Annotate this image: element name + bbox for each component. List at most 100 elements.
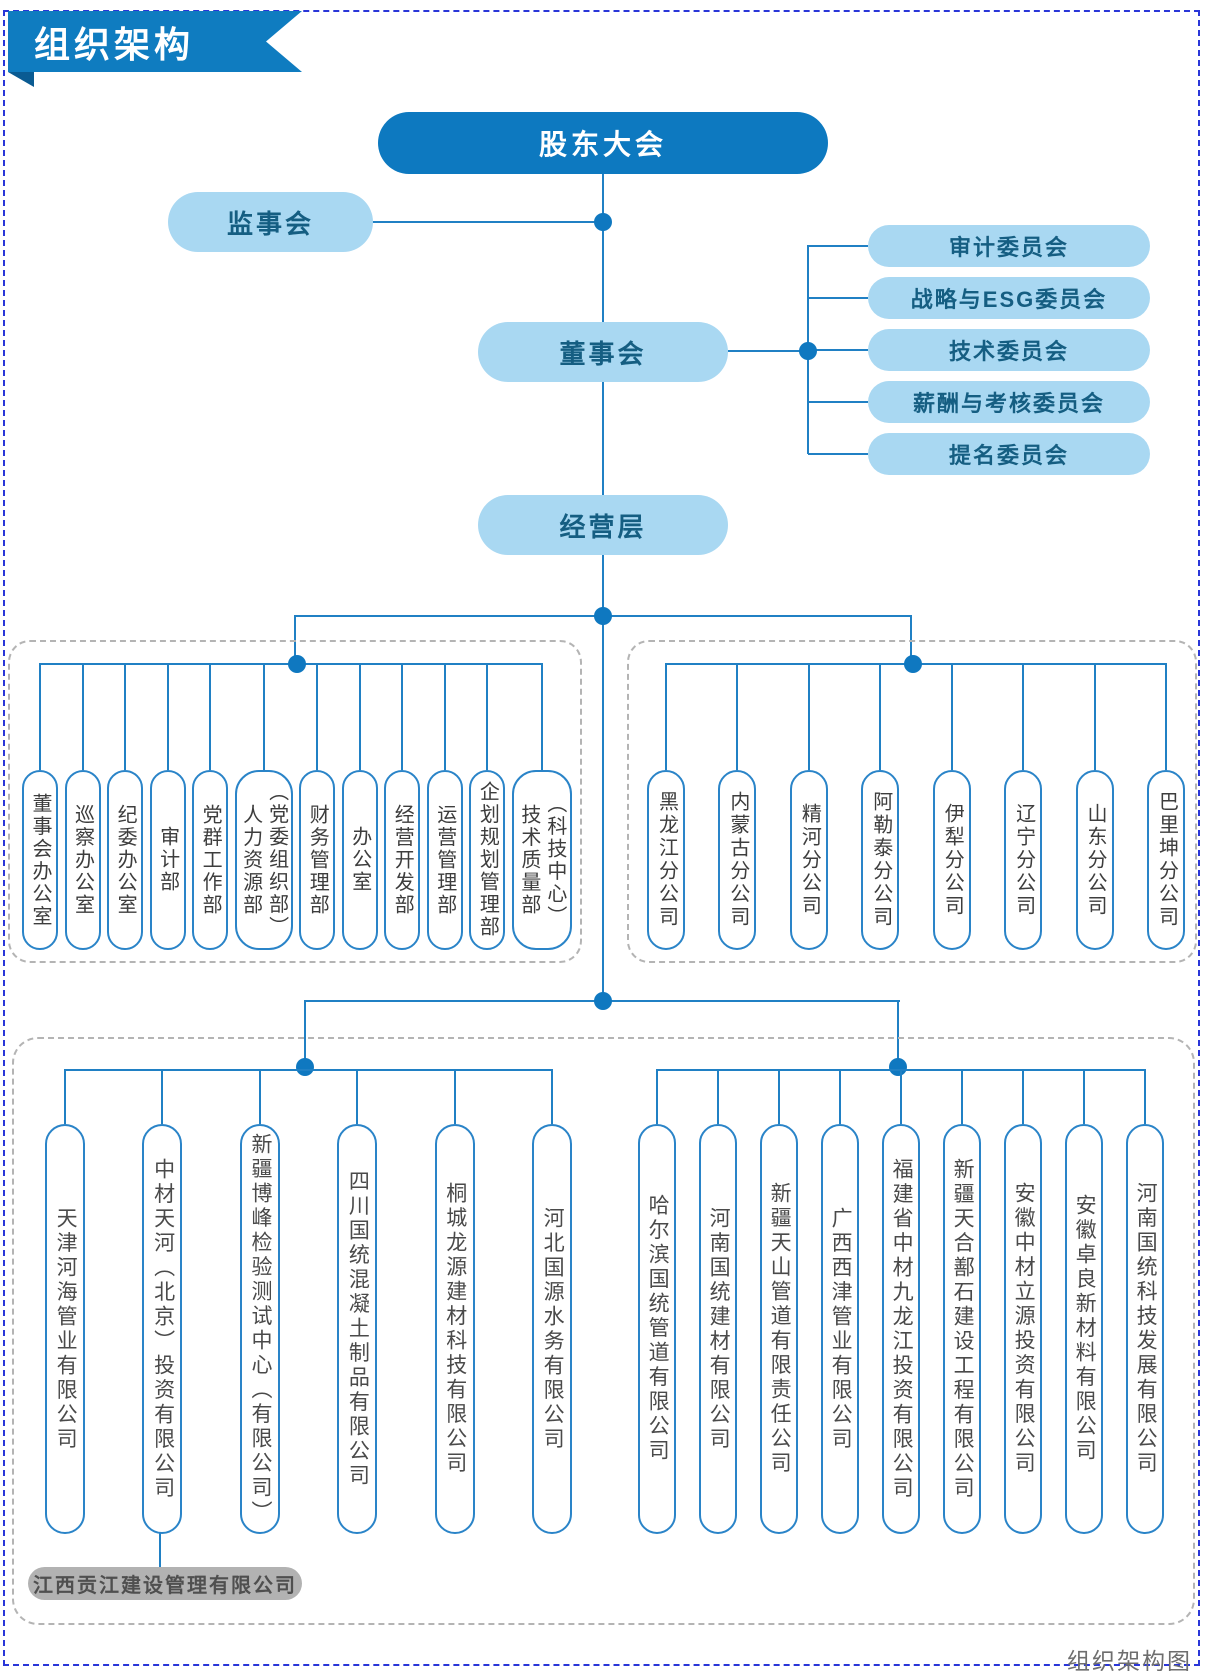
department-node: 董事会办公室 (22, 663, 58, 950)
branch-label: 山东分公司 (1084, 802, 1107, 918)
connector-stub (1144, 1069, 1146, 1124)
department-label: 财务管理部 (306, 803, 329, 917)
connector-stub (736, 663, 739, 770)
subsidiary-node: 新疆天合鄯石建设工程有限公司 (943, 1069, 981, 1534)
connector-stub (262, 663, 265, 770)
shareholders-meeting-node: 股东大会 (378, 112, 828, 174)
connector-stub (900, 1069, 902, 1124)
connector-stub (358, 663, 361, 770)
subsidiaries-left-connector-line (65, 1069, 552, 1071)
subsidiary-node: 福建省中材九龙江投资有限公司 (882, 1069, 920, 1534)
connector-supervisory (371, 221, 603, 223)
drop-line-departments (294, 615, 296, 662)
committee-stub-1 (808, 245, 868, 247)
subsidiary-label: 新疆天合鄯石建设工程有限公司 (951, 1157, 975, 1501)
shareholders-meeting-label: 股东大会 (538, 129, 667, 160)
departments-group: 董事会办公室 巡察办公室 纪委办公室 审计部 党群工作部 （党委组织部） 人力资… (8, 640, 582, 963)
department-label: 办公室 (348, 826, 371, 894)
connector-stub (39, 663, 41, 770)
committee-node-remuneration: 薪酬与考核委员会 (868, 381, 1150, 423)
connector-board-management (602, 381, 604, 496)
department-node: 企划规划管理部 (469, 663, 506, 950)
connector-stub (1083, 1069, 1085, 1124)
connector-stub (81, 663, 84, 770)
connector-board-committees (728, 350, 808, 352)
committee-label: 审计委员会 (948, 235, 1069, 260)
branch-label: 内蒙古分公司 (726, 791, 749, 929)
connector-stub (778, 1069, 780, 1124)
subsidiary-node: 河南国统科技发展有限公司 (1126, 1069, 1164, 1534)
management-layer-node: 经营层 (478, 495, 728, 555)
junction-dot (594, 213, 612, 231)
branch-label: 伊犁分公司 (941, 802, 964, 918)
department-node: 巡察办公室 (64, 663, 101, 950)
subsidiary-node: 中材天河（北京）投资有限公司 (142, 1069, 183, 1534)
connector-stub (356, 1069, 359, 1124)
committee-stub-3 (808, 349, 868, 351)
title-ribbon: 组织架构 (8, 11, 302, 72)
junction-dot (799, 342, 817, 360)
branch-node: 辽宁分公司 (1004, 663, 1043, 950)
committee-label: 提名委员会 (948, 443, 1069, 468)
drop-line-subsidiaries-right (897, 1000, 899, 1068)
drop-line-subsidiaries-left (304, 1000, 306, 1068)
connector-stub (1022, 1069, 1024, 1124)
subsidiary-node: 哈尔滨国统管道有限公司 (638, 1069, 676, 1534)
junction-dot (904, 655, 922, 673)
connector-stub (453, 1069, 456, 1124)
connector-stub (950, 663, 953, 770)
connector-stub (209, 663, 212, 770)
department-label: 审计部 (156, 826, 179, 894)
subsidiary-node: 河北国源水务有限公司 (531, 1069, 572, 1534)
committee-stub-4 (808, 401, 868, 403)
subsidiary-label: 新疆博峰检验测试中心（有限公司） (248, 1133, 272, 1525)
drop-line-managed-company (159, 1532, 161, 1567)
subsidiaries-group: 天津河海管业有限公司 中材天河（北京）投资有限公司 新疆博峰检验测试中心（有限公… (12, 1037, 1195, 1625)
subsidiary-node: 河南国统建材有限公司 (699, 1069, 737, 1534)
connector-stub (401, 663, 404, 770)
department-node: 纪委办公室 (107, 663, 144, 950)
connector-stub (807, 663, 810, 770)
department-label: 董事会办公室 (29, 792, 51, 928)
department-label: 运营管理部 (433, 803, 456, 917)
branch-label: 巴里坤分公司 (1155, 791, 1178, 929)
board-of-directors-node: 董事会 (478, 322, 728, 382)
department-label: 巡察办公室 (71, 803, 94, 917)
department-label: （科技中心） 技术质量部 (517, 792, 566, 928)
committee-stub-5 (808, 453, 868, 455)
subsidiary-label: 福建省中材九龙江投资有限公司 (890, 1157, 914, 1501)
branch-node: 山东分公司 (1075, 663, 1114, 950)
junction-dot (889, 1058, 907, 1076)
branch-node: 伊犁分公司 (932, 663, 971, 950)
chart-caption: 组织架构图 (1067, 1648, 1192, 1671)
branch-node: 巴里坤分公司 (1146, 663, 1185, 950)
subsidiary-label: 河北国源水务有限公司 (541, 1206, 565, 1452)
connector-stub (161, 1069, 164, 1124)
connector-stub (124, 663, 127, 770)
subsidiary-label: 新疆天山管道有限责任公司 (768, 1182, 792, 1476)
supervisory-board-node: 监事会 (168, 192, 373, 252)
committee-node-audit: 审计委员会 (868, 225, 1150, 267)
subsidiary-label: 河南国统科技发展有限公司 (1134, 1182, 1158, 1476)
connector-stub (717, 1069, 719, 1124)
subsidiary-label: 四川国统混凝土制品有限公司 (346, 1169, 370, 1489)
connector-stub (1164, 663, 1167, 770)
connector-stub (166, 663, 169, 770)
department-label: 纪委办公室 (114, 803, 137, 917)
committee-node-nomination: 提名委员会 (868, 433, 1150, 475)
subsidiary-label: 安徽中材立源投资有限公司 (1012, 1182, 1036, 1476)
subsidiary-node: 天津河海管业有限公司 (45, 1069, 85, 1534)
central-trunk-line (602, 554, 604, 1001)
subsidiaries-left-subgroup: 天津河海管业有限公司 中材天河（北京）投资有限公司 新疆博峰检验测试中心（有限公… (14, 1039, 584, 1623)
managed-company-label: 江西贡江建设管理有限公司 (33, 1575, 297, 1597)
connector-stub (540, 663, 543, 770)
branch-node: 精河分公司 (789, 663, 828, 950)
branch-node: 内蒙古分公司 (718, 663, 757, 950)
subsidiary-node: 安徽中材立源投资有限公司 (1004, 1069, 1042, 1534)
managed-company-node: 江西贡江建设管理有限公司 (28, 1567, 302, 1600)
connector-stub (316, 663, 319, 770)
committee-node-technology: 技术委员会 (868, 329, 1150, 371)
connector-stub (839, 1069, 841, 1124)
connector-stub (486, 663, 489, 770)
